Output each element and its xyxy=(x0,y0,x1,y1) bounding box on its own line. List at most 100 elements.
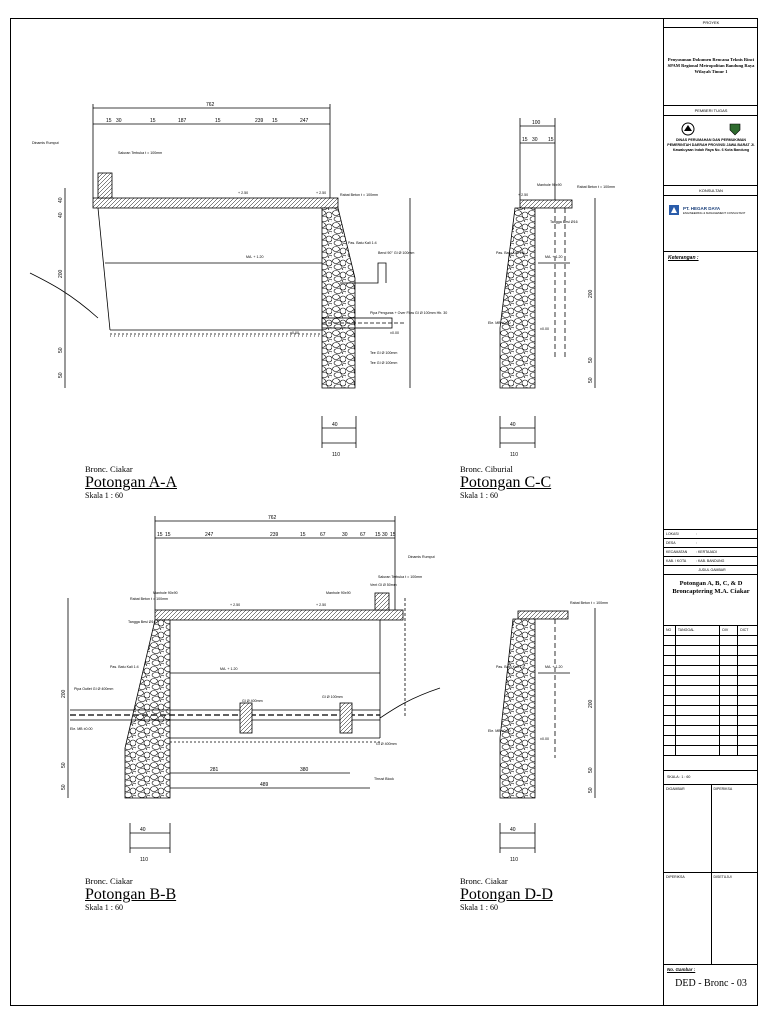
annotation-aa: Dinamis Rumput xyxy=(32,141,59,145)
pemberi-logos xyxy=(664,122,758,136)
revision-row xyxy=(664,636,758,646)
annotation-bb: Pas. Batu Kali 1:4 xyxy=(110,665,139,669)
bronc-name: Bronc. Ciakar xyxy=(85,876,133,886)
annotation-aa: ±0.00 xyxy=(390,331,399,335)
annotation-bb: GI Ø 400mm xyxy=(242,699,263,703)
kabupaten-row: KAB. / KOTA: KAB. BANDUNG xyxy=(664,557,758,566)
drawing-sheet-border xyxy=(10,18,758,1006)
annotation-aa: Pipa Penguras + Over Flow GI Ø 100mm Hb.… xyxy=(370,311,447,315)
dim-aa-top: 15 xyxy=(215,118,221,124)
annotation-aa: MA. + 1.20 xyxy=(246,255,263,259)
no-gambar-value: DED - Bronc - 03 xyxy=(675,978,747,989)
bronc-name: Bronc. Ciakar xyxy=(460,876,508,886)
dim-bb-top: 67 xyxy=(320,532,326,538)
dim-aa-top: 15 xyxy=(150,118,156,124)
dim-bottom-width: 110 xyxy=(510,857,518,863)
section-scale: Skala 1 : 60 xyxy=(85,903,123,912)
dim-bottom-width: 110 xyxy=(510,452,518,458)
revision-row xyxy=(664,686,758,696)
pemberi-block: PEMBERI TUGAS DINAS PERUMAHAN DAN PERMUK… xyxy=(664,106,758,186)
annotation-cc: Tangga Besi Ø16 xyxy=(550,220,578,224)
section-cc xyxy=(499,118,596,448)
annotation-dd: Pas. Batu Kali 1:4 xyxy=(496,665,525,669)
digambar-label: DIGAMBAR xyxy=(666,787,685,791)
signature-block-2: DIPERIKSA DISETUJUI xyxy=(664,873,758,965)
no-gambar-block: No. Gambar : DED - Bronc - 03 xyxy=(664,965,758,1006)
dim-dd-vert: 50 xyxy=(588,787,594,793)
annotation-bb: Tangga Besi Ø16 xyxy=(128,620,156,624)
label-potongan-dd: Bronc. Ciakar Potongan D-D Skala 1 : 60 xyxy=(460,876,553,912)
revision-row xyxy=(664,696,758,706)
dim-dd-vert: 50 xyxy=(588,767,594,773)
revision-row xyxy=(664,746,758,756)
pemberi-text: DINAS PERUMAHAN DAN PERMUKIMAN PEMERINTA… xyxy=(667,138,755,152)
judul-block: Potongan A, B, C, & D Broncaptering M.A.… xyxy=(664,574,758,626)
section-scale: Skala 1 : 60 xyxy=(85,491,123,500)
dim-bb-total: 762 xyxy=(268,515,277,521)
annotation-aa: ±0.00 xyxy=(290,331,299,335)
section-title: Potongan B-B xyxy=(85,886,177,903)
annotation-bb: Pipa Outlet GI Ø 400mm xyxy=(74,687,113,691)
annotation-aa: Bend 90° GI Ø 100mm xyxy=(378,251,414,255)
revision-header: NO TANGGAL DIV DICT xyxy=(664,626,758,636)
revision-row xyxy=(664,676,758,686)
proyek-label: PROYEK xyxy=(664,18,758,28)
annotation-cc: Manhole 90x90 xyxy=(537,183,562,187)
annotation-cc: Rabat Beton t = 100mm xyxy=(577,185,615,189)
annotation-bb: Ele. MB ±0.00 xyxy=(70,727,93,731)
title-block: PROYEK Penyusunan Dokumen Rencana Teknis… xyxy=(663,18,758,1006)
dim-bb-bottom: 380 xyxy=(300,767,309,773)
dim-cc-top: 15 xyxy=(548,137,554,143)
konsultan-name: PT. HEGAR DAYA xyxy=(683,205,721,211)
dim-bb-top: 247 xyxy=(205,532,214,538)
bronc-name: Bronc. Ciburial xyxy=(460,464,513,474)
annotation-dd: Rabat Beton t = 100mm xyxy=(570,601,608,605)
annotation-aa: Tee GI Ø 100mm xyxy=(370,351,397,355)
annotation-cc: MA. + 1.20 xyxy=(545,255,562,259)
konsultan-block: KONSULTAN PT. HEGAR DAYA ENGINEERING & M… xyxy=(664,186,758,252)
government-emblem-icon xyxy=(729,123,740,136)
annotation-aa: Pas. Batu Kali 1:4 xyxy=(348,241,377,245)
dim-bb-top: 15 xyxy=(375,532,381,538)
dim-bb-top: 67 xyxy=(360,532,366,538)
dim-bottom-width: 110 xyxy=(140,857,148,863)
dim-aa-vert: 200 xyxy=(58,269,64,278)
dim-bb-top: 239 xyxy=(270,532,279,538)
dim-aa-vert: 40 xyxy=(58,197,64,203)
dim-bottom-width: 40 xyxy=(332,422,338,428)
dim-aa-top: 30 xyxy=(116,118,122,124)
dim-aa-top: 15 xyxy=(106,118,112,124)
annotation-cc: + 2.50 xyxy=(518,193,528,197)
dim-aa-vert: 40 xyxy=(58,212,64,218)
annotation-bb: Manhole 90x90 xyxy=(153,591,178,595)
dim-bb-top: 15 xyxy=(157,532,163,538)
revision-row xyxy=(664,726,758,736)
lokasi-row: LOKASI: xyxy=(664,530,758,539)
skala-block: SKALA : 1 : 60 xyxy=(664,771,758,785)
section-dd xyxy=(499,608,596,853)
diperiksa-label: DIPERIKSA xyxy=(710,785,759,873)
annotation-dd: Ele. MB ±0.00 xyxy=(488,729,511,733)
revision-row xyxy=(664,666,758,676)
dim-cc-top: 30 xyxy=(532,137,538,143)
label-potongan-bb: Bronc. Ciakar Potongan B-B Skala 1 : 60 xyxy=(85,876,176,912)
keterangan-label: Keterangan : xyxy=(668,255,699,261)
section-title: Potongan C-C xyxy=(460,474,552,491)
annotation-bb: Thrust Block xyxy=(374,777,394,781)
dim-dd-vert: 200 xyxy=(588,699,594,708)
dim-aa-vert: 50 xyxy=(58,372,64,378)
annotation-bb: Dinamis Rumput xyxy=(408,555,435,559)
dim-aa-top: 239 xyxy=(255,118,264,124)
annotation-cc: ±0.00 xyxy=(540,327,549,331)
revision-row xyxy=(664,716,758,726)
dim-cc-vert: 50 xyxy=(588,357,594,363)
annotation-bb: Rabat Beton t = 100mm xyxy=(130,597,168,601)
diperiksa2-label: DIPERIKSA xyxy=(666,875,685,879)
section-aa xyxy=(29,104,411,448)
dim-bb-bottom: 489 xyxy=(260,782,269,788)
konsultan-sub: ENGINEERING & MANAGEMENT CONSULTANT xyxy=(683,210,746,215)
proyek-text: Penyusunan Dokumen Rencana Teknis Rinci … xyxy=(667,57,755,74)
annotation-bb: + 2.50 xyxy=(316,603,326,607)
dim-bb-top: 30 xyxy=(382,532,388,538)
